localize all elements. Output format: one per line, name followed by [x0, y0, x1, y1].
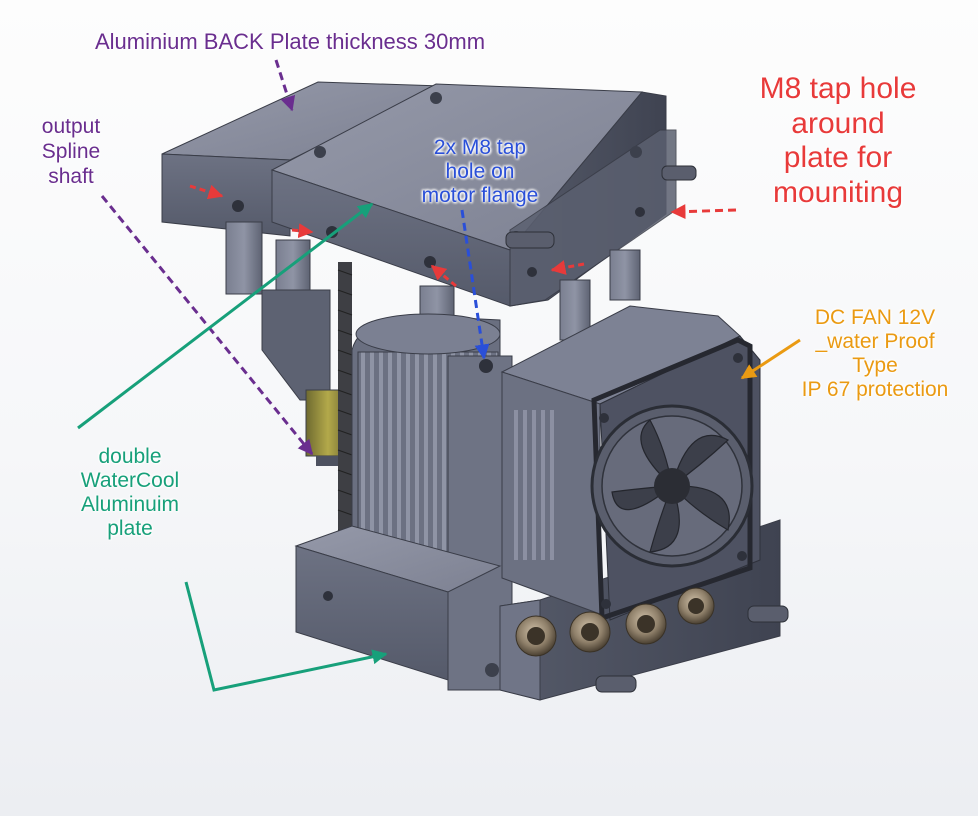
watercool-top-arrow [77, 202, 374, 430]
output-spline-shaft [261, 262, 353, 552]
cable-glands [515, 587, 715, 657]
m8-hole-arrow-4 [550, 260, 585, 275]
m8-tap-hole-plate-label: M8 tap hole around plate for mouniting [759, 72, 917, 209]
m8-hole-arrow-2 [291, 223, 314, 239]
m8-hole-arrow-5 [670, 204, 737, 220]
output-spline-shaft-label: output Spline shaft [41, 115, 101, 189]
back-plate-assembly [161, 81, 697, 307]
motor-body [351, 313, 513, 691]
watercool-plate-label: double WaterCool Aluminuim plate [80, 445, 180, 541]
m8-hole-arrow-3 [430, 264, 457, 288]
m8-hole-arrow-1 [189, 184, 224, 200]
m8-tap-hole-flange-label: 2x M8 tap hole on motor flange [421, 136, 539, 208]
spline-shaft-arrow [100, 195, 314, 456]
dc-fan-label: DC FAN 12V _water Proof Type IP 67 prote… [801, 306, 949, 402]
motor-flange-arrow [460, 209, 490, 360]
fan-arrow [740, 338, 801, 380]
back-plate-arrow [274, 59, 296, 112]
dc-fan-assembly [500, 305, 761, 622]
watercool-bottom-arrow [184, 581, 388, 692]
back-plate-label: Aluminium BACK Plate thickness 30mm [95, 29, 486, 54]
